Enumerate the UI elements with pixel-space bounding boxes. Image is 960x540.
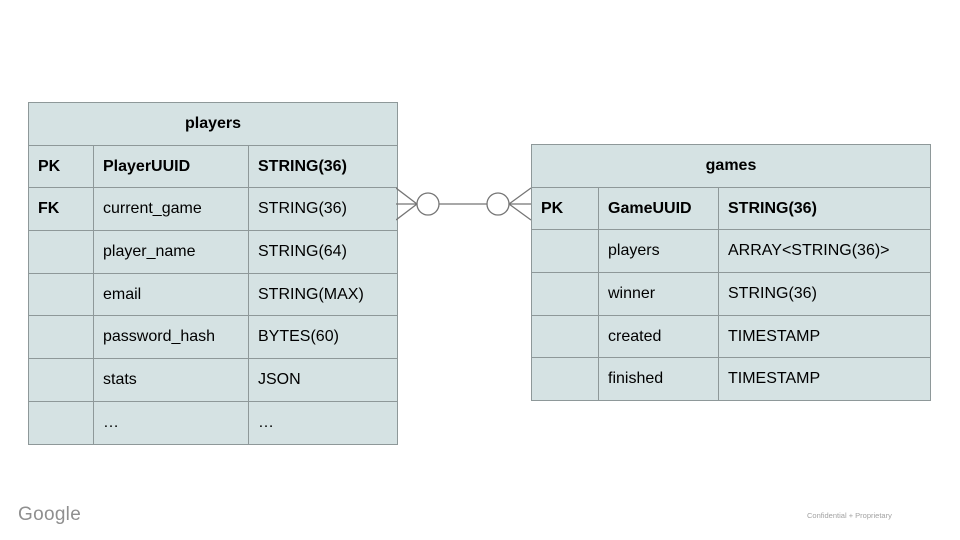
cell-key [28, 272, 94, 317]
relationship-connector [396, 187, 531, 221]
cell-column-type: TIMESTAMP [718, 314, 931, 359]
cell-column-type: ARRAY<STRING(36)> [718, 229, 931, 274]
players-entity-table: players PK PlayerUUID STRING(36) FK curr… [28, 102, 398, 445]
cell-column-type: STRING(36) [718, 186, 931, 231]
players-table-title: players [28, 102, 398, 146]
confidential-label: Confidential + Proprietary [807, 511, 892, 520]
cell-column-name: email [93, 272, 249, 317]
cell-column-type: STRING(36) [248, 144, 398, 189]
cell-key: PK [28, 144, 94, 189]
cell-column-name: password_hash [93, 315, 249, 360]
cell-column-name: current_game [93, 187, 249, 232]
table-row: FK current_game STRING(36) [28, 187, 398, 232]
table-row: finished TIMESTAMP [531, 357, 931, 402]
table-row: created TIMESTAMP [531, 314, 931, 359]
cell-column-name: … [93, 400, 249, 445]
cell-key [531, 357, 599, 402]
table-row: stats JSON [28, 358, 398, 402]
games-table-title: games [531, 144, 931, 188]
google-logo: Google [18, 504, 82, 525]
cell-key [28, 400, 94, 445]
crows-foot-left-icon [396, 187, 418, 221]
cell-key [531, 314, 599, 359]
cell-key [28, 358, 94, 402]
cell-key [28, 230, 94, 274]
cell-column-type: STRING(64) [248, 230, 398, 274]
zero-cardinality-right-icon [486, 192, 510, 216]
table-row: PK GameUUID STRING(36) [531, 186, 931, 231]
cell-column-type: STRING(36) [718, 272, 931, 316]
table-row: PK PlayerUUID STRING(36) [28, 144, 398, 189]
cell-column-type: JSON [248, 358, 398, 402]
cell-column-name: players [598, 229, 719, 274]
table-row: … … [28, 400, 398, 445]
cell-column-type: BYTES(60) [248, 315, 398, 360]
cell-column-type: STRING(MAX) [248, 272, 398, 317]
cell-column-name: winner [598, 272, 719, 316]
cell-column-type: STRING(36) [248, 187, 398, 232]
cell-column-type: TIMESTAMP [718, 357, 931, 402]
cell-key: PK [531, 186, 599, 231]
zero-cardinality-left-icon [416, 192, 440, 216]
table-row: players ARRAY<STRING(36)> [531, 229, 931, 274]
cell-key [531, 229, 599, 274]
cell-column-type: … [248, 400, 398, 445]
cell-column-name: finished [598, 357, 719, 402]
table-row: password_hash BYTES(60) [28, 315, 398, 360]
cell-column-name: stats [93, 358, 249, 402]
table-row: winner STRING(36) [531, 272, 931, 316]
crows-foot-right-icon [508, 187, 531, 221]
table-header-row: players [28, 102, 398, 146]
cell-key: FK [28, 187, 94, 232]
cell-column-name: player_name [93, 230, 249, 274]
cell-key [531, 272, 599, 316]
table-row: player_name STRING(64) [28, 230, 398, 274]
table-header-row: games [531, 144, 931, 188]
games-entity-table: games PK GameUUID STRING(36) players ARR… [531, 144, 931, 402]
cell-column-name: GameUUID [598, 186, 719, 231]
cell-key [28, 315, 94, 360]
table-row: email STRING(MAX) [28, 272, 398, 317]
cell-column-name: created [598, 314, 719, 359]
cell-column-name: PlayerUUID [93, 144, 249, 189]
